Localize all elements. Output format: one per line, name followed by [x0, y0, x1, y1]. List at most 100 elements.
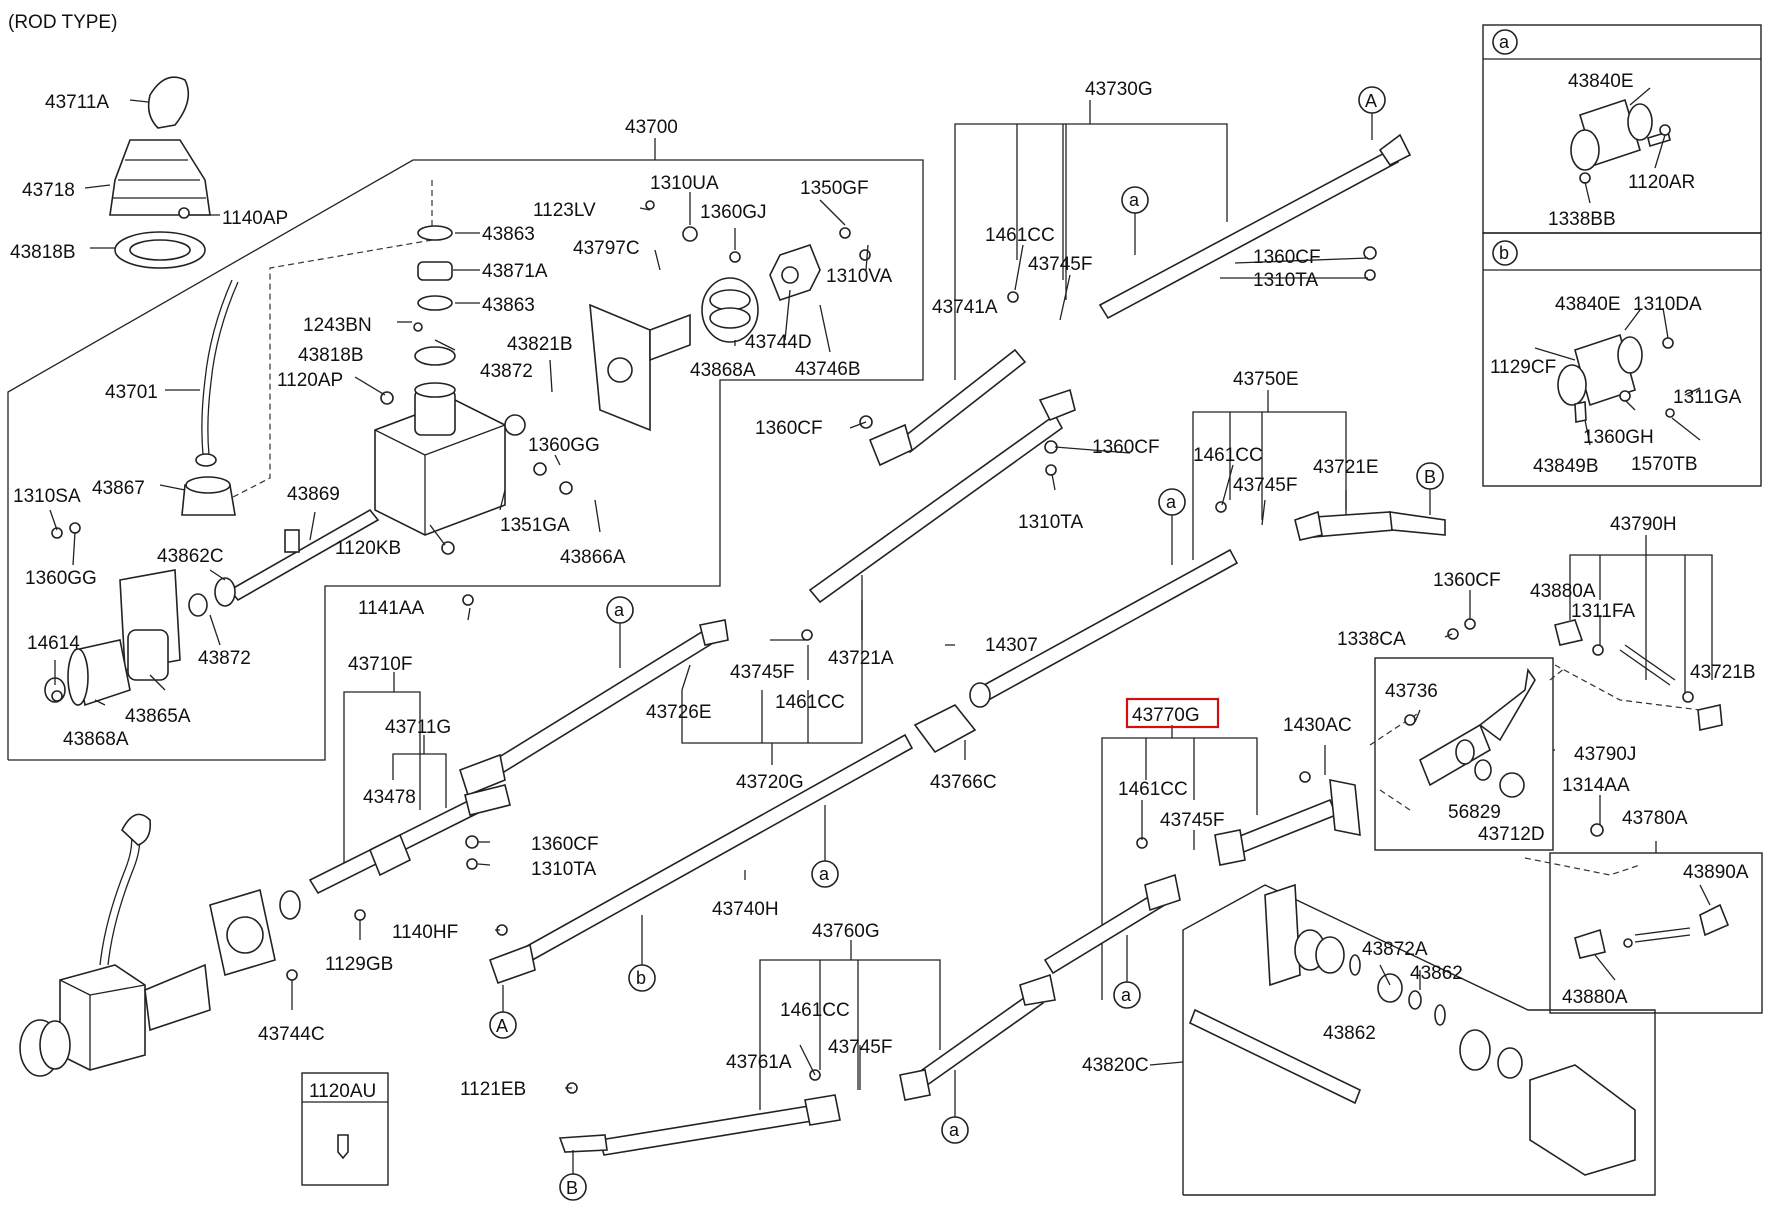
label-1338CA: 1338CA: [1337, 629, 1406, 650]
box-1120AU: [301, 1072, 389, 1186]
label-43880A-2: 43880A: [1562, 987, 1628, 1008]
label-43820C: 43820C: [1082, 1055, 1149, 1076]
bracket-43711G: [392, 753, 447, 808]
shaft-43721A: [808, 413, 1064, 604]
label-43868A-2: 43868A: [63, 729, 129, 750]
group-outline-43700: [7, 159, 924, 761]
boot-43718: [109, 139, 211, 216]
label-43890A: 43890A: [1683, 862, 1749, 883]
svg-text:a: a: [1499, 32, 1510, 52]
label-43862C: 43862C: [157, 546, 224, 567]
label-43745F-3: 43745F: [730, 662, 794, 683]
label-43866A: 43866A: [560, 547, 626, 568]
label-1430AC: 1430AC: [1283, 715, 1352, 736]
label-1461CC: 1461CC: [985, 225, 1055, 246]
bracket-43790H: [1569, 554, 1713, 680]
svg-text:b: b: [1499, 243, 1509, 263]
svg-text:B: B: [1424, 467, 1436, 487]
label-b-1570TB: 1570TB: [1631, 454, 1698, 475]
label-43862: 43862: [1410, 963, 1463, 984]
label-43740H: 43740H: [712, 899, 779, 920]
label-1310TA-2: 1310TA: [1018, 512, 1083, 533]
label-43736: 43736: [1385, 681, 1438, 702]
shift-lever-43701: [201, 279, 233, 456]
label-43721E: 43721E: [1313, 457, 1379, 478]
marker-letters: A a a B a a b A a a B a b: [496, 32, 1510, 1198]
label-b-1129CF: 1129CF: [1490, 357, 1556, 378]
label-1140HF: 1140HF: [392, 922, 458, 943]
label-1129GB: 1129GB: [325, 954, 393, 975]
label-43745F-2: 43745F: [1233, 475, 1297, 496]
label-1310SA: 1310SA: [13, 486, 81, 507]
label-43863b: 43863: [482, 295, 535, 316]
label-43744D: 43744D: [745, 332, 812, 353]
label-1461CC-2: 1461CC: [1193, 445, 1263, 466]
label-43862-2: 43862: [1323, 1023, 1376, 1044]
shaft-43760G: [913, 988, 1045, 1090]
part-labels: 43711A 43718 1140AP 43818B 43700 43863 4…: [10, 71, 1756, 1102]
label-43872: 43872: [480, 361, 533, 382]
label-43720G: 43720G: [736, 772, 804, 793]
label-43818B: 43818B: [10, 242, 76, 263]
label-43780A: 43780A: [1622, 808, 1688, 829]
label-43721B: 43721B: [1690, 662, 1756, 683]
svg-text:a: a: [819, 864, 830, 884]
label-14614: 14614: [27, 633, 80, 654]
label-43746B: 43746B: [795, 359, 861, 380]
label-1360CF: 1360CF: [1253, 247, 1321, 268]
marker-b-box: [1492, 240, 1518, 266]
label-43821B: 43821B: [507, 334, 573, 355]
label-43750E: 43750E: [1233, 369, 1299, 390]
label-1310UA: 1310UA: [650, 173, 719, 194]
svg-text:a: a: [949, 1120, 960, 1140]
label-43790H: 43790H: [1610, 514, 1677, 535]
svg-text:b: b: [636, 968, 646, 988]
label-43711A: 43711A: [45, 92, 109, 113]
marker-a-box: [1492, 29, 1518, 55]
label-43721A: 43721A: [828, 648, 894, 669]
label-1141AA: 1141AA: [358, 598, 425, 619]
svg-text:a: a: [614, 600, 625, 620]
detail-box-b: [1482, 232, 1762, 487]
label-43745F-5: 43745F: [1160, 810, 1224, 831]
label-b-43849B: 43849B: [1533, 456, 1599, 477]
label-43745F: 43745F: [1028, 254, 1092, 275]
label-b-1360GH: 1360GH: [1583, 427, 1654, 448]
label-a-1120AR: 1120AR: [1628, 172, 1695, 193]
label-1461CC-5: 1461CC: [1118, 779, 1188, 800]
clamp-43766C: [913, 703, 977, 754]
label-1310TA: 1310TA: [1253, 270, 1318, 291]
reference-markers: [489, 29, 1518, 1201]
label-1243BN: 1243BN: [303, 315, 372, 336]
label-1120AU: 1120AU: [309, 1081, 376, 1102]
label-1123LV: 1123LV: [533, 200, 596, 221]
label-43701: 43701: [105, 382, 158, 403]
label-1120KB: 1120KB: [335, 538, 401, 559]
label-1360CF-4: 1360CF: [531, 834, 599, 855]
box-43820C: [1182, 884, 1656, 1196]
label-a-1338BB: 1338BB: [1548, 209, 1616, 230]
svg-text:a: a: [1166, 492, 1177, 512]
label-1350GF: 1350GF: [800, 178, 869, 199]
svg-text:B: B: [566, 1178, 578, 1198]
label-1140AP: 1140AP: [222, 208, 288, 229]
label-43726E: 43726E: [646, 702, 712, 723]
label-43871A: 43871A: [482, 261, 548, 282]
label-43745F-4: 43745F: [828, 1037, 892, 1058]
label-1360CF-3: 1360CF: [1092, 437, 1160, 458]
shaft-43750E: [973, 548, 1239, 705]
label-43869: 43869: [287, 484, 340, 505]
label-43760G: 43760G: [812, 921, 880, 942]
rod-43869: [228, 508, 380, 602]
label-b-43840E: 43840E: [1555, 294, 1621, 315]
label-14307: 14307: [985, 635, 1038, 656]
label-43872-2: 43872: [198, 648, 251, 669]
label-43718: 43718: [22, 180, 75, 201]
shift-knob-43711A: [147, 76, 190, 129]
diagram-title: (ROD TYPE): [8, 12, 117, 33]
label-43741A: 43741A: [932, 297, 998, 318]
gear-lever: [99, 829, 133, 966]
label-43766C: 43766C: [930, 772, 997, 793]
label-43880A: 43880A: [1530, 581, 1596, 602]
